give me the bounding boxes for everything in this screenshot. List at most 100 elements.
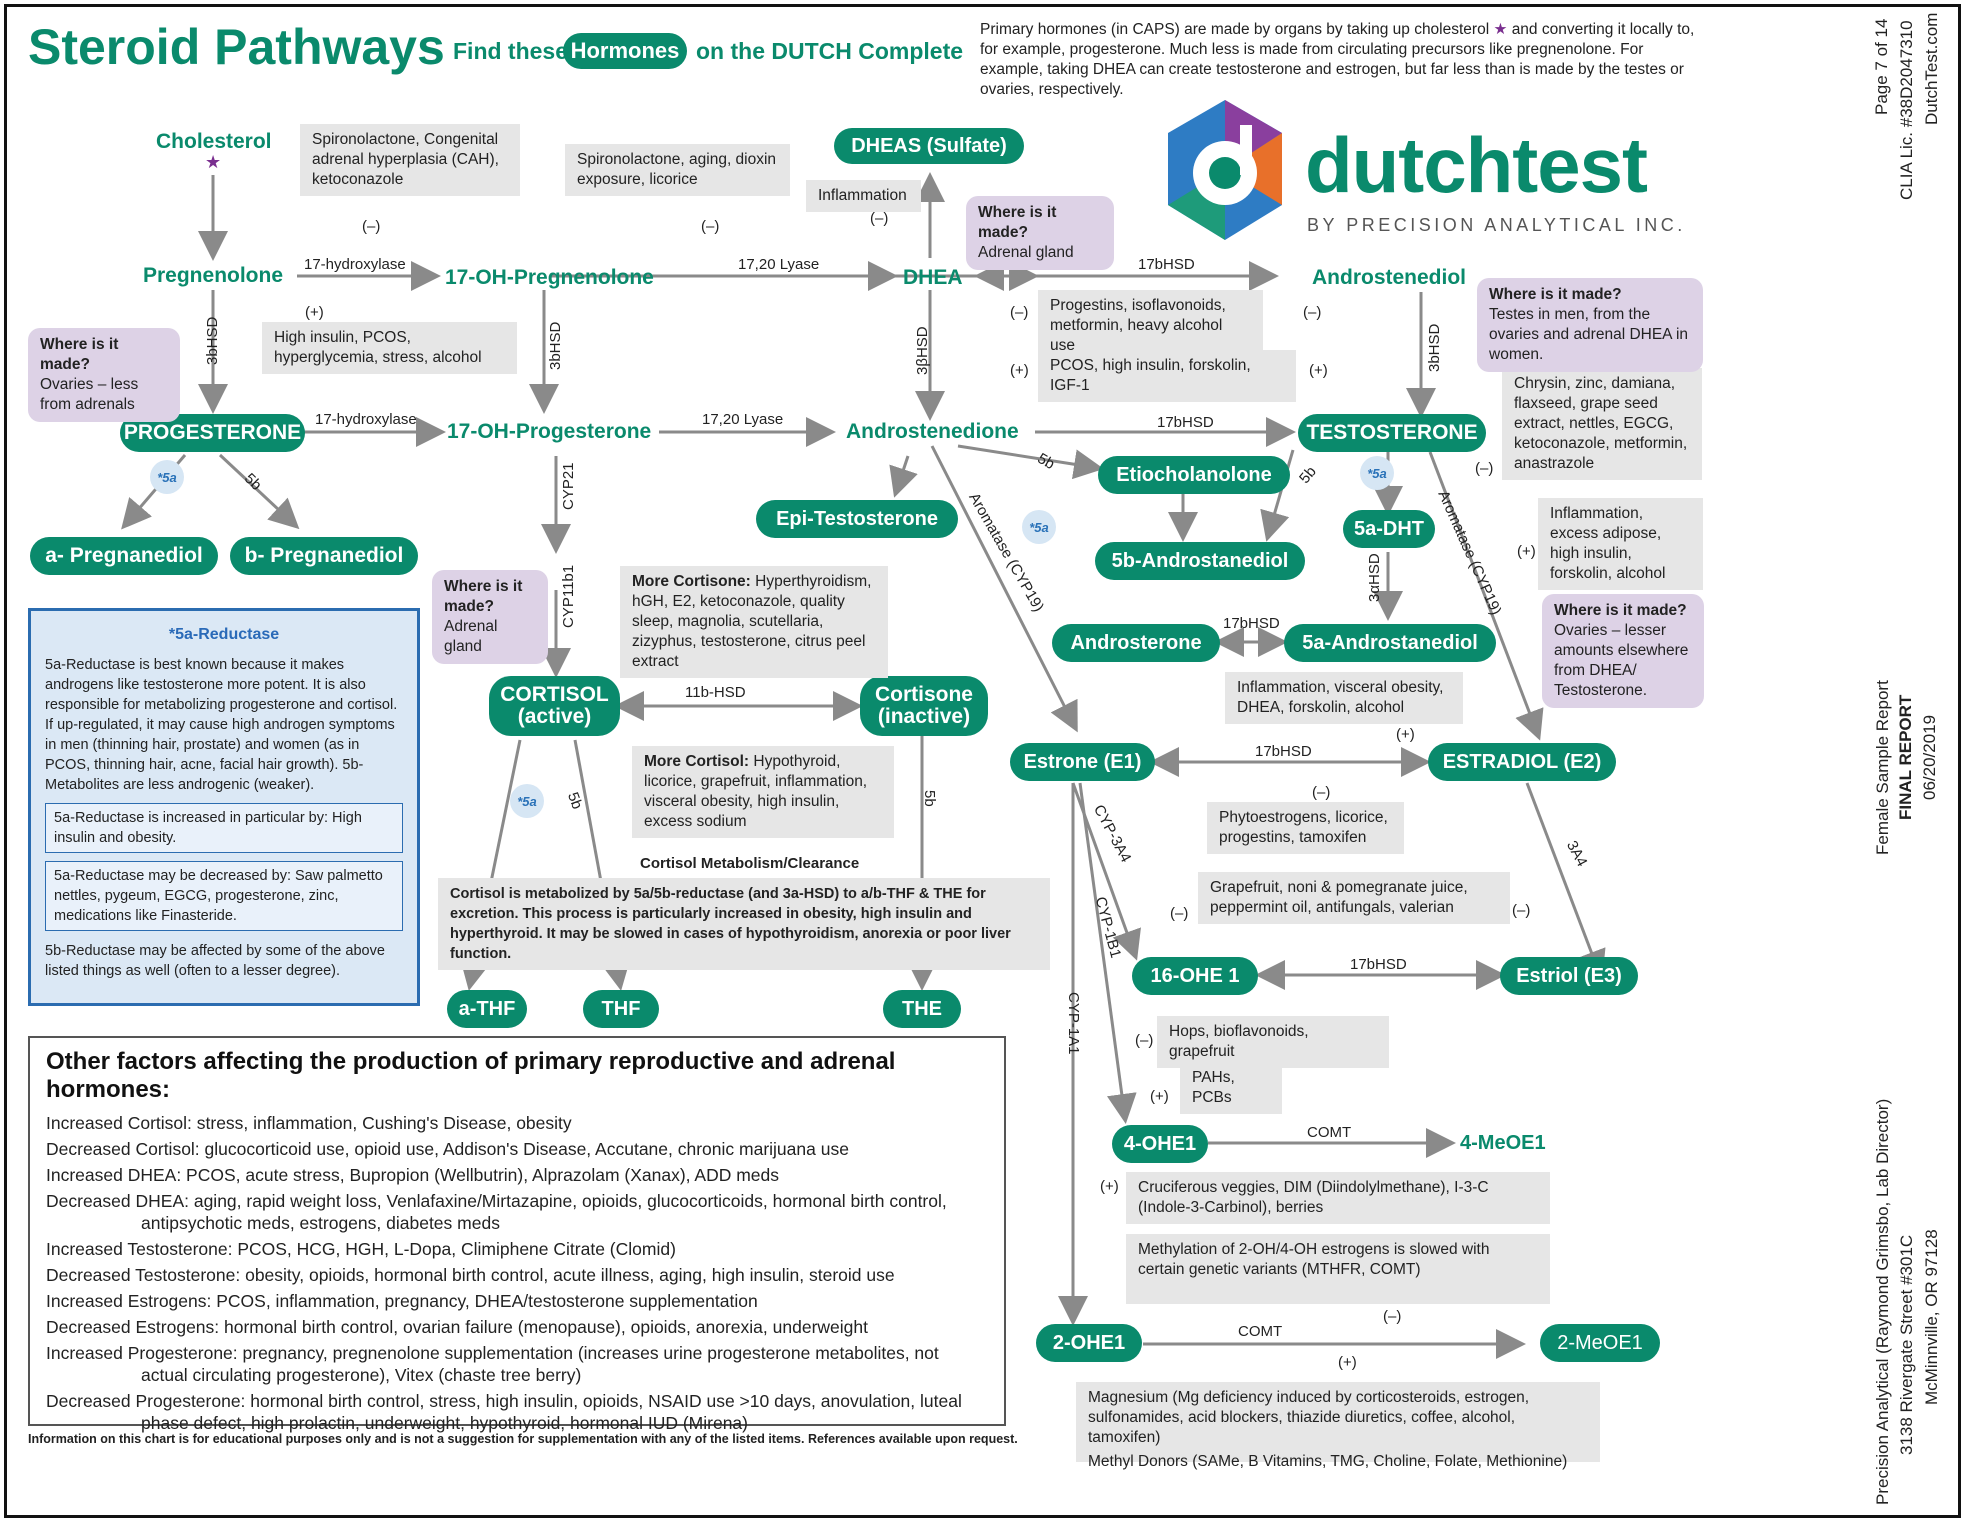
lab-address-2: McMinnville, OR 97128 [1922, 1229, 1941, 1405]
modifier-inflammation-adipose: Inflammation, excess adipose, high insul… [1538, 498, 1703, 590]
factor-item: Decreased Cortisol: glucocorticoid use, … [46, 1139, 849, 1159]
sign-minus: (–) [1135, 1032, 1154, 1049]
where-made-testosterone: Where is it made? Testes in men, from th… [1477, 278, 1703, 372]
modifier-spironolactone-aging: Spironolactone, aging, dioxin exposure, … [565, 144, 790, 196]
badge-5a-1: *5a [150, 460, 184, 494]
modifier-pcos: PCOS, high insulin, forskolin, IGF-1 [1038, 350, 1296, 402]
where-question: Where is it made? [444, 578, 523, 615]
where-made-progesterone: Where is it made? Ovaries – less from ad… [28, 328, 180, 422]
modifier-more-cortisol: More Cortisol: Hypothyroid, licorice, gr… [632, 746, 894, 838]
node-estrone: Estrone (E1) [1010, 743, 1155, 781]
enzyme-3bhsd-4: 3bHSD [1426, 323, 1443, 372]
where-question: Where is it made? [978, 204, 1057, 241]
where-answer: Ovaries – lesser amounts elsewhere from … [1554, 622, 1689, 699]
more-cortisol-heading: More Cortisol: [644, 753, 750, 770]
node-androstenediol: Androstenediol [1312, 266, 1467, 289]
report-date: 06/20/2019 [1920, 714, 1939, 800]
enzyme-cyp11b1: CYP11b1 [560, 564, 577, 628]
sign-minus: (–) [1303, 304, 1322, 321]
more-cortisone-heading: More Cortisone: [632, 573, 751, 590]
reductase-decreased: 5a-Reductase may be decreased by: Saw pa… [45, 861, 403, 931]
node-17-oh-pregnenolone: 17-OH-Pregnenolone [445, 266, 654, 289]
enzyme-comt-1: COMT [1307, 1124, 1352, 1141]
sign-minus: (–) [1312, 784, 1331, 801]
enzyme-17bhsd-3: 17bHSD [1223, 615, 1280, 632]
cortisone-label: Cortisone [874, 682, 973, 706]
enzyme-3ahsd: 3αHSD [1366, 553, 1383, 602]
enzyme-17-hydroxylase-1: 17-hydroxylase [304, 256, 406, 273]
page-title: Steroid Pathways [28, 19, 445, 75]
factor-item: Increased Progesterone: pregnancy, pregn… [46, 1343, 939, 1385]
enzyme-comt-2: COMT [1238, 1323, 1283, 1340]
sign-minus: (–) [1010, 304, 1029, 321]
modifier-hops: Hops, bioflavonoids, grapefruit [1157, 1016, 1389, 1068]
modifier-more-cortisone: More Cortisone: Hyperthyroidism, hGH, E2… [620, 566, 888, 678]
more-cortisol-text: Hypothyroid, licorice, grapefruit, infla… [644, 753, 868, 830]
where-answer: Adrenal gland [978, 244, 1074, 261]
modifier-cruciferous: Cruciferous veggies, DIM (Diindolylmetha… [1126, 1172, 1550, 1224]
intro-part-1: Primary hormones (in CAPS) are made by o… [980, 21, 1490, 38]
enzyme-3bhsd-1: 3bHSD [204, 316, 221, 365]
sign-minus: (–) [870, 210, 889, 227]
more-cortisone-text: Hyperthyroidism, hGH, E2, ketoconazole, … [632, 573, 872, 670]
clearance-text: Cortisol is metabolized by 5a/5b-reducta… [438, 878, 1050, 970]
factor-item: Decreased Testosterone: obesity, opioids… [46, 1265, 895, 1285]
node-a-thf: a-THF [447, 990, 527, 1028]
sign-plus: (+) [1338, 1354, 1357, 1371]
reductase-description: 5a-Reductase is best known because it ma… [45, 657, 398, 793]
site-url: DutchTest.com [1922, 12, 1941, 125]
node-b-pregnanediol: b- Pregnanediol [230, 537, 418, 575]
node-thf: THF [583, 990, 659, 1028]
factor-item: Increased Cortisol: stress, inflammation… [46, 1113, 572, 1133]
modifier-pahs: PAHs, PCBs [1180, 1062, 1282, 1114]
sign-plus: (+) [1010, 362, 1029, 379]
clearance-heading: Cortisol Metabolism/Clearance [640, 855, 860, 872]
where-made-dheas: Where is it made? Adrenal gland [966, 196, 1114, 270]
node-estradiol: ESTRADIOL (E2) [1428, 743, 1616, 781]
where-question: Where is it made? [1489, 286, 1622, 303]
page-number: Page 7 of 14 [1872, 18, 1891, 115]
clia-number: CLIA Lic. #38D2047310 [1897, 20, 1916, 200]
node-5a-dht: 5a-DHT [1343, 510, 1435, 548]
sign-minus: (–) [1512, 902, 1531, 919]
node-17-oh-progesterone: 17-OH-Progesterone [447, 420, 652, 443]
reductase-5b-note: 5b-Reductase may be affected by some of … [45, 943, 385, 979]
node-4-meoe1: 4-MeOE1 [1460, 1132, 1546, 1154]
modifier-inflammation-visceral: Inflammation, visceral obesity, DHEA, fo… [1225, 672, 1463, 724]
node-5b-androstanediol: 5b-Androstanediol [1095, 542, 1305, 580]
sign-minus: (–) [1383, 1308, 1402, 1325]
node-cortisone: Cortisone (inactive) [860, 676, 988, 736]
dutch-logo-icon [1168, 100, 1282, 240]
node-testosterone: TESTOSTERONE [1298, 414, 1486, 452]
modifier-chrysin: Chrysin, zinc, damiana, flaxseed, grape … [1502, 368, 1702, 480]
where-question: Where is it made? [1554, 602, 1687, 619]
node-the: THE [883, 990, 961, 1028]
node-epi-testosterone: Epi-Testosterone [756, 500, 958, 538]
node-androsterone: Androsterone [1052, 624, 1220, 662]
other-factors-box: Other factors affecting the production o… [28, 1036, 1006, 1433]
find-suffix: on the DUTCH Complete [696, 38, 964, 64]
sign-plus: (+) [1309, 362, 1328, 379]
cortisone-sub: (inactive) [877, 705, 971, 728]
node-dhea: DHEA [903, 266, 963, 289]
node-cortisol: CORTISOL (active) [489, 676, 620, 736]
enzyme-17bhsd-2: 17bHSD [1157, 414, 1214, 431]
hormones-badge: Hormones [563, 33, 687, 69]
where-answer: Testes in men, from the ovaries and adre… [1489, 306, 1689, 363]
reductase-increased: 5a-Reductase is increased in particular … [45, 803, 403, 853]
enzyme-3bhsd-2: 3bHSD [547, 321, 564, 370]
factor-item: Increased DHEA: PCOS, acute stress, Bupr… [46, 1165, 780, 1185]
node-2-meoe1: 2-MeOE1 [1540, 1324, 1660, 1362]
where-made-cortisol: Where is it made? Adrenal gland [432, 570, 548, 664]
node-cholesterol: Cholesterol [156, 130, 272, 153]
sign-plus: (+) [1517, 543, 1536, 560]
modifier-high-insulin: High insulin, PCOS, hyperglycemia, stres… [262, 322, 517, 374]
modifier-grapefruit: Grapefruit, noni & pomegranate juice, pe… [1198, 872, 1510, 924]
page-frame [4, 4, 1961, 1518]
node-estriol: Estriol (E3) [1500, 957, 1638, 995]
methyl-donors-text: Methyl Donors (SAMe, B Vitamins, TMG, Ch… [1088, 1453, 1568, 1470]
intro-text: Primary hormones (in CAPS) are made by o… [980, 20, 1700, 100]
sign-minus: (–) [362, 218, 381, 235]
sign-plus: (+) [1100, 1178, 1119, 1195]
